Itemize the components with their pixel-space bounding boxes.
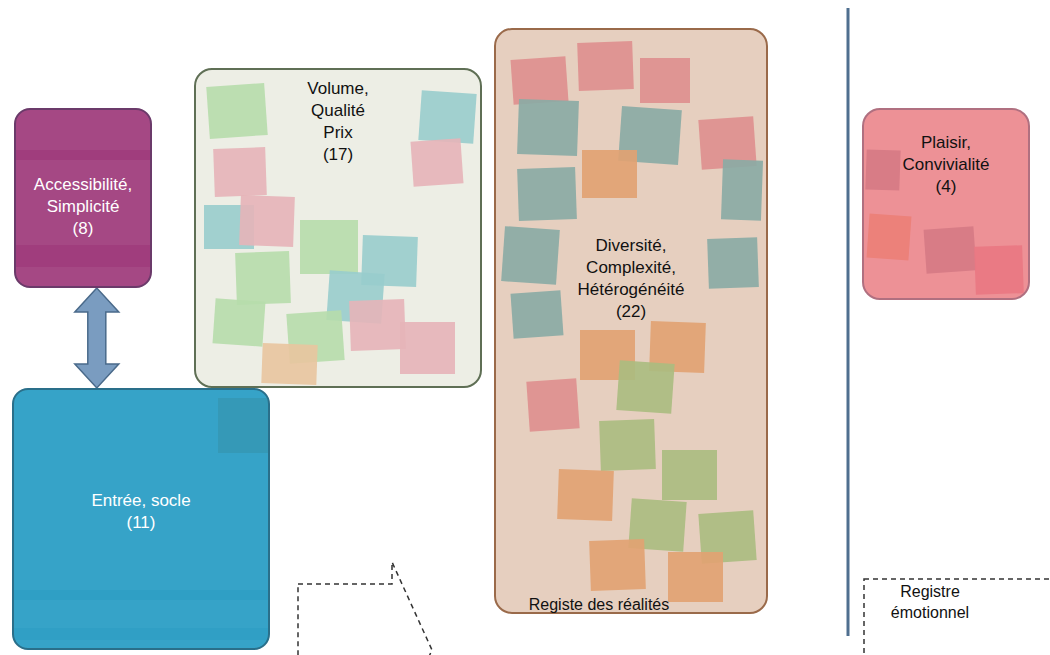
count-label: (22) [616,301,646,323]
category-box: Accessibilité, Simplicité(8) [14,108,152,288]
count-label: (11) [127,512,156,534]
dashed-arrow-shape [864,557,1050,655]
register-arrow: Registre émotionnel [862,555,1040,651]
count-label: (4) [936,176,957,198]
category-label: Registe des réalités [529,595,670,616]
category-box: Entrée, socle(11) [12,388,270,650]
category-label: Entrée, socle [91,490,190,512]
double-block-arrow [75,288,119,388]
dashed-arrow-outline [862,555,1040,651]
register-arrow: Registe des réalités [296,560,842,650]
category-label: Registre émotionnel [882,582,978,624]
category-label: Volume, Qualité Prix [297,78,379,144]
count-label: (17) [323,144,353,166]
category-label: Plaisir, Convivialité [898,132,994,176]
category-box: Diversité, Complexité, Hétérogénéité(22) [494,28,768,614]
dashed-arrow-shape [298,562,432,655]
category-box: Volume, Qualité Prix(17) [194,68,482,388]
category-box: Plaisir, Convivialité(4) [862,108,1030,300]
category-label: Diversité, Complexité, Hétérogénéité [573,235,689,301]
count-label: (8) [73,218,94,240]
separator-line [847,8,850,636]
category-label: Accessibilité, Simplicité [29,174,137,218]
